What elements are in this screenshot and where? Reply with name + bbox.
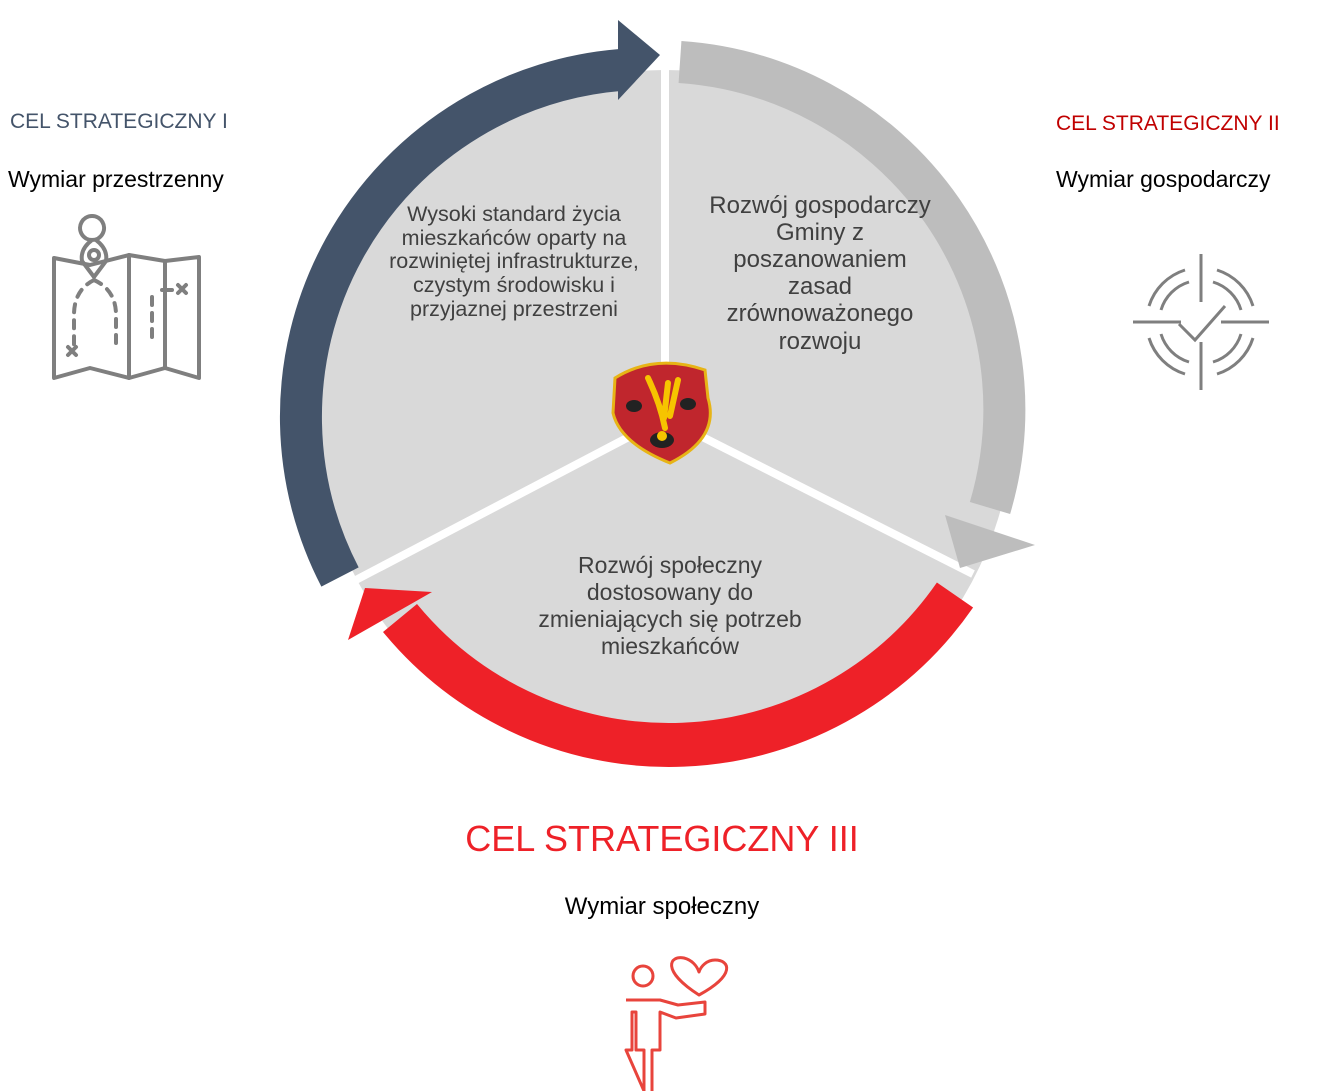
goal-2-subtitle: Wymiar gospodarczy <box>1056 166 1271 192</box>
arrow-goal-3 <box>348 582 974 767</box>
segment-2-text: Rozwój gospodarczy Gminy z poszanowaniem… <box>709 192 931 355</box>
pie-dividers <box>350 40 975 586</box>
arrow-goal-1 <box>279 20 660 587</box>
target-check-icon <box>1133 254 1269 390</box>
goal-2-title: CEL STRATEGICZNY II <box>1056 112 1280 135</box>
map-icon <box>52 214 201 380</box>
goal-1-title: CEL STRATEGICZNY I <box>10 110 228 133</box>
coat-of-arms-icon <box>611 361 712 465</box>
segment-3-text: Rozwój społeczny dostosowany do zmieniaj… <box>538 552 802 659</box>
segment-1-text: Wysoki standard życia mieszkańców oparty… <box>389 202 639 321</box>
person-heart-icon <box>624 956 729 1091</box>
goal-1-subtitle: Wymiar przestrzenny <box>8 166 224 192</box>
goal-3-title: CEL STRATEGICZNY III <box>465 818 859 859</box>
arrow-goal-2 <box>678 41 1035 568</box>
goal-3-subtitle: Wymiar społeczny <box>564 893 760 920</box>
